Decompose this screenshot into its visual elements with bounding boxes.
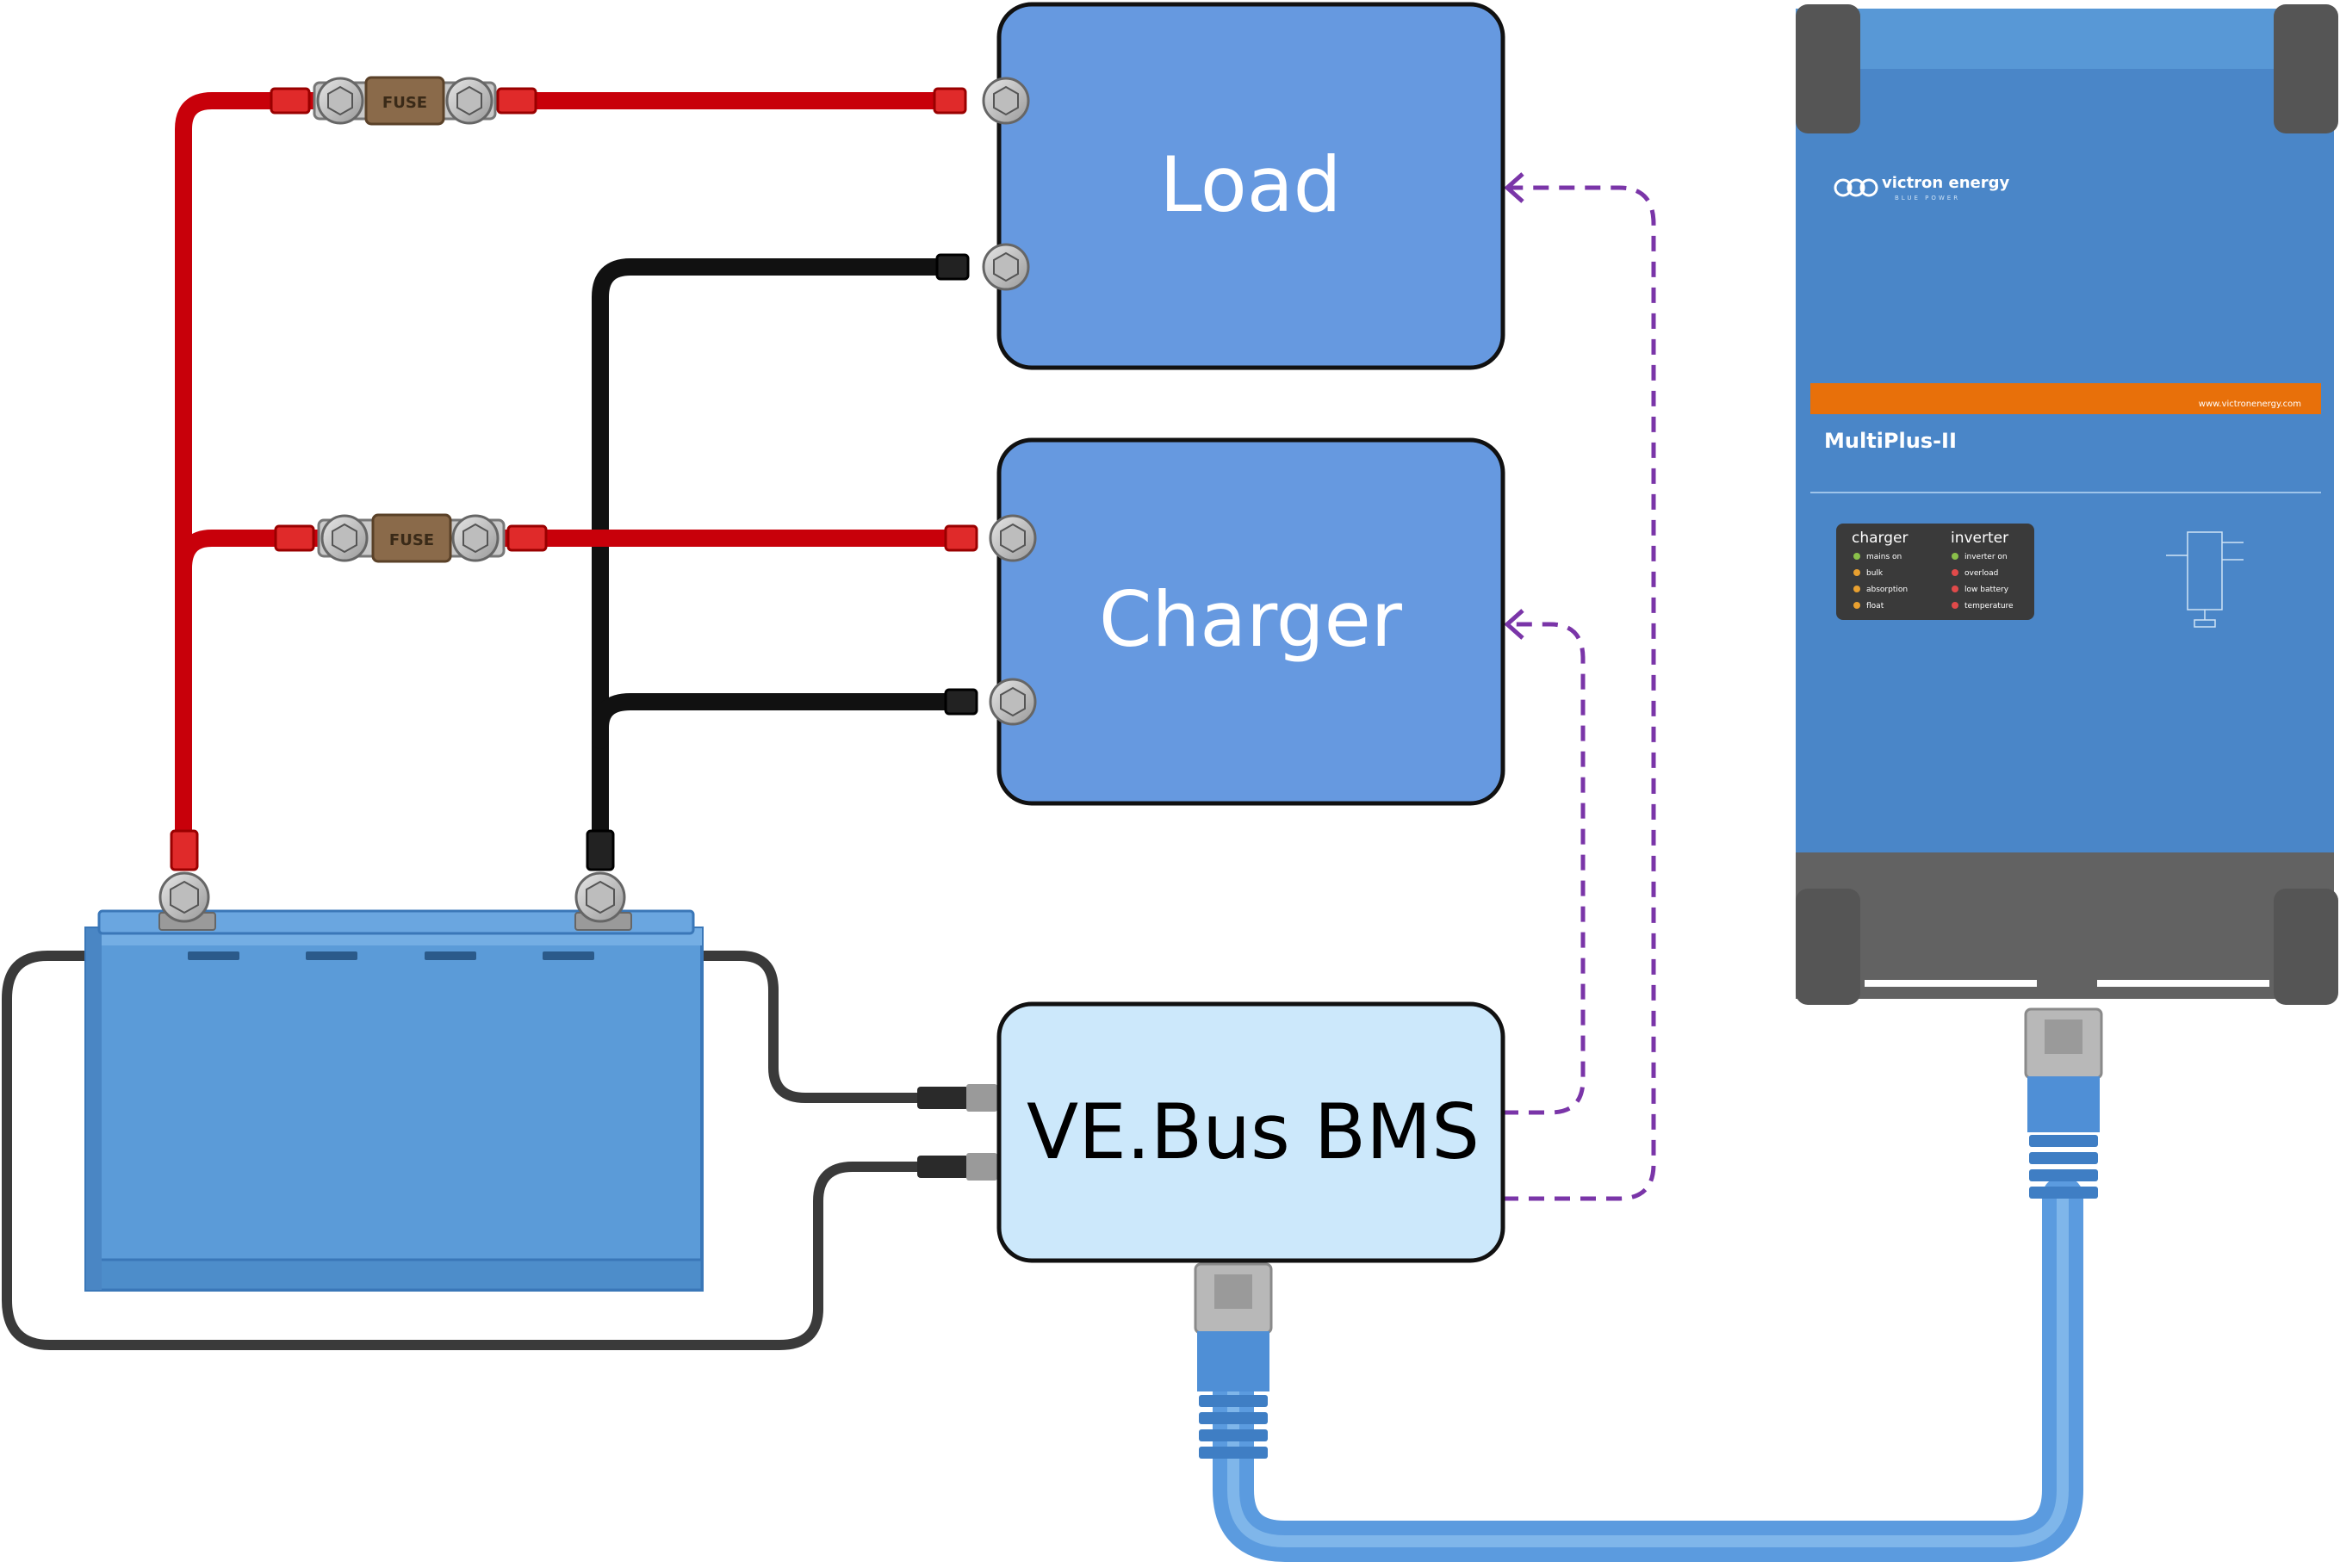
charger-label: Charger: [1099, 575, 1403, 664]
svg-text:float: float: [1866, 602, 1884, 610]
svg-text:inverter on: inverter on: [1964, 553, 2008, 561]
battery-terminal-lugs: [158, 871, 626, 923]
load-block: Load: [996, 2, 1505, 370]
signal-cable-right: [694, 951, 927, 1103]
arrowheads: [1504, 172, 1524, 640]
bms-to-charger-link: [1503, 622, 1586, 1115]
pos-main-cable: [175, 92, 344, 852]
inverter-leds: inverter on overload low battery tempera…: [1952, 553, 2014, 610]
multiplus-inverter: victron energy BLUE POWER www.victronene…: [1796, 4, 2338, 1005]
neg-main-cable: [592, 258, 956, 844]
load-label: Load: [1159, 140, 1341, 229]
svg-text:mains on: mains on: [1866, 553, 1902, 561]
victron-tagline: BLUE POWER: [1895, 195, 1960, 201]
charger-leds: mains on bulk absorption float: [1853, 553, 1908, 610]
victron-website: www.victronenergy.com: [2199, 400, 2301, 409]
signal-cable-left: [2, 951, 927, 1350]
rj45-plug-bms: [1194, 1262, 1273, 1459]
black-sleeves: [586, 253, 978, 871]
m8-connectors: [917, 1084, 997, 1181]
pos-branch-cable: [175, 530, 349, 577]
load-arrow-icon: [1504, 172, 1524, 203]
positive-cables: [175, 92, 965, 852]
svg-text:low battery: low battery: [1964, 586, 2009, 594]
charger-block: Charger: [996, 437, 1505, 806]
bms-block: VE.Bus BMS: [996, 1001, 1505, 1263]
fuse-upper: FUSE: [313, 76, 497, 126]
victron-logo-icon: [1834, 178, 1878, 197]
svg-text:temperature: temperature: [1964, 602, 2014, 610]
svg-text:bulk: bulk: [1866, 569, 1884, 578]
svg-text:overload: overload: [1964, 569, 1998, 578]
dashed-control-links: [1503, 185, 1656, 1201]
schematic-sketch-icon: [2166, 531, 2244, 628]
bms-to-load-link: [1503, 185, 1656, 1201]
led-panel: [1836, 524, 2034, 620]
charger-heading: charger: [1852, 530, 1908, 547]
victron-brand: victron energy: [1882, 174, 2009, 192]
model-name: MultiPlus-II: [1824, 429, 1957, 453]
svg-text:absorption: absorption: [1866, 586, 1908, 594]
rj45-plug-inverter: [2024, 1007, 2103, 1199]
fuse-lower: FUSE: [317, 513, 506, 563]
inverter-heading: inverter: [1951, 530, 2008, 547]
ve-bus-cable-highlight: [1227, 1191, 2069, 1547]
fuse-upper-label: FUSE: [382, 94, 427, 112]
battery: [84, 909, 704, 1292]
red-sleeves: [170, 87, 978, 871]
charger-arrow-icon: [1504, 609, 1524, 640]
neg-charger-cable: [592, 693, 956, 749]
negative-cables: [592, 258, 956, 844]
fuse-lower-label: FUSE: [389, 531, 434, 549]
bms-signal-cables: [2, 951, 927, 1350]
terminal-studs: [982, 77, 1037, 726]
bms-label: VE.Bus BMS: [1027, 1088, 1480, 1176]
